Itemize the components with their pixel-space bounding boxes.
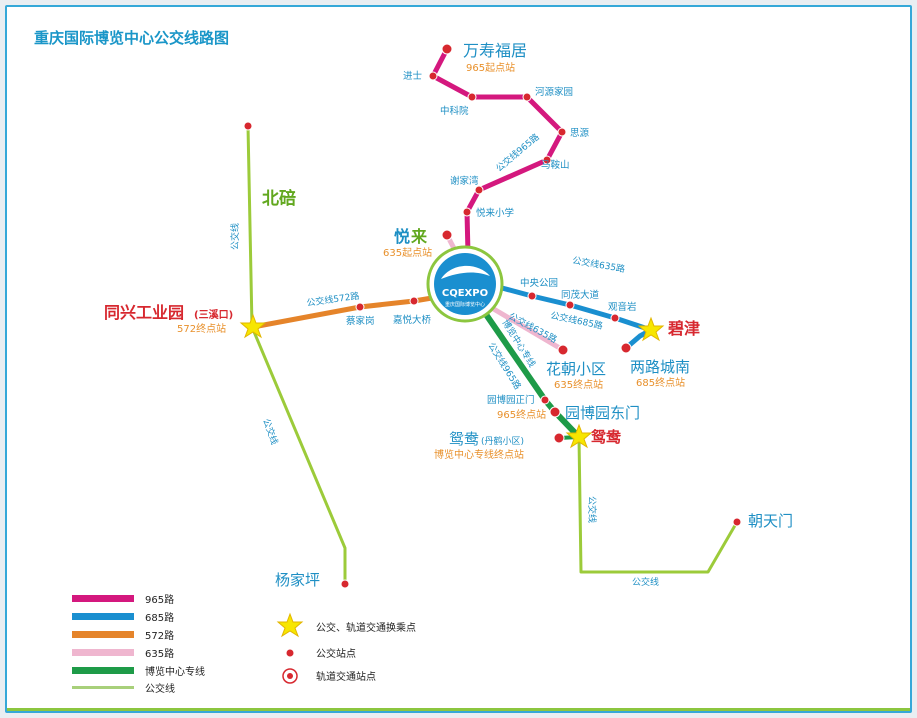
stop-zhongyanggongyuan[interactable] bbox=[527, 291, 537, 301]
route-572-line bbox=[250, 295, 435, 330]
label-yuelai-b: 来 bbox=[410, 227, 428, 246]
label-siyuan: 思源 bbox=[570, 128, 590, 139]
bus-stop-icon bbox=[286, 649, 294, 657]
stop-guanyinyan[interactable] bbox=[610, 313, 620, 323]
stop-yuanboyuandongmen[interactable] bbox=[549, 406, 561, 418]
legend-swatch-685 bbox=[72, 613, 134, 620]
label-yuanyang-sub: (丹鹤小区) bbox=[481, 435, 524, 447]
stop-yuelai[interactable] bbox=[441, 229, 453, 241]
legend-label-635: 635路 bbox=[145, 647, 174, 660]
bus-line-chaotianmen bbox=[577, 435, 739, 574]
label-965start: 965起点站 bbox=[466, 61, 515, 74]
label-guanyinyan: 观音岩 bbox=[608, 301, 637, 313]
label-expoend: 博览中心专线终点站 bbox=[434, 448, 524, 461]
stop-yuanyang[interactable] bbox=[553, 432, 565, 444]
route-label-bus-a: 公交线 bbox=[229, 223, 241, 250]
stop-zhongkeyuan[interactable] bbox=[467, 92, 477, 102]
route-635-to-huachao bbox=[489, 305, 566, 353]
map-title: 重庆国际博览中心公交线路图 bbox=[34, 29, 229, 47]
label-572end: 572终点站 bbox=[177, 322, 226, 335]
label-xiejiawan: 谢家湾 bbox=[450, 175, 479, 187]
label-yangjiaping: 杨家坪 bbox=[275, 571, 320, 589]
legend-swatch-572 bbox=[72, 631, 134, 638]
label-chaotianmen: 朝天门 bbox=[748, 512, 793, 530]
label-yuanboyuandongmen: 园博园东门 bbox=[565, 404, 640, 422]
stop-siyuan[interactable] bbox=[557, 127, 567, 137]
stop-heyuanjiayuan[interactable] bbox=[522, 92, 532, 102]
legend-symbol-transfer: 公交、轨道交通换乘点 bbox=[316, 621, 416, 634]
stop-yangjiaping[interactable] bbox=[340, 579, 350, 589]
stop-caijiagang[interactable] bbox=[355, 302, 365, 312]
legend-label-685: 685路 bbox=[145, 611, 174, 624]
map-frame bbox=[5, 5, 912, 713]
label-yuelai-a: 悦 bbox=[394, 227, 410, 246]
label-tongxing: 同兴工业园 bbox=[104, 303, 184, 322]
legend-swatch-965 bbox=[72, 595, 134, 602]
stop-maanshan[interactable] bbox=[542, 155, 552, 165]
stop-jiayuedaqiao[interactable] bbox=[409, 296, 419, 306]
stop-chaotianmen[interactable] bbox=[732, 517, 742, 527]
cqexpo-logo: CQEXPO 重庆国际博览中心 bbox=[426, 245, 504, 323]
label-caijiagang: 蔡家岗 bbox=[346, 315, 375, 327]
star-icon bbox=[276, 612, 304, 638]
rail-station-icon bbox=[282, 668, 298, 684]
stop-beibei[interactable] bbox=[243, 121, 253, 131]
legend-swatch-bus bbox=[72, 686, 134, 689]
bus-line-beibei bbox=[246, 124, 254, 329]
star-icon-bijin[interactable] bbox=[637, 316, 665, 342]
label-wanshoufuju: 万寿福居 bbox=[463, 41, 527, 60]
label-lianglu: 两路城南 bbox=[630, 358, 690, 376]
legend-label-expo: 博览中心专线 bbox=[145, 665, 205, 678]
stop-huachao[interactable] bbox=[557, 344, 569, 356]
label-huachao: 花朝小区 bbox=[546, 360, 606, 378]
route-label-bus-c: 公交线 bbox=[586, 496, 598, 523]
label-yuanboyuanzhengmen: 园博园正门 bbox=[487, 394, 535, 406]
stop-jinshi[interactable] bbox=[428, 71, 438, 81]
route-label-635-top: 公交线635路 bbox=[571, 254, 625, 275]
expo-bird-icon bbox=[441, 265, 490, 279]
label-tongxing-sub: (三溪口) bbox=[194, 308, 233, 321]
star-icon-tongxing[interactable] bbox=[239, 313, 267, 339]
label-jiayuedaqiao: 嘉悦大桥 bbox=[393, 314, 432, 326]
stop-wanshoufuju[interactable] bbox=[441, 43, 453, 55]
legend-label-965: 965路 bbox=[145, 593, 174, 606]
label-685end: 685终点站 bbox=[636, 376, 685, 389]
stop-lianglu[interactable] bbox=[620, 342, 632, 354]
stop-xiejiawan[interactable] bbox=[474, 185, 484, 195]
route-label-bus-b: 公交线 bbox=[260, 417, 281, 446]
stop-tongmaodadao[interactable] bbox=[565, 300, 575, 310]
stop-yuanboyuanzhengmen[interactable] bbox=[540, 395, 550, 405]
label-yuanyang: 鸳鸯 bbox=[449, 430, 479, 448]
legend-symbol-rail: 轨道交通站点 bbox=[316, 670, 376, 683]
label-965end: 965终点站 bbox=[497, 408, 546, 421]
legend-swatch-expo bbox=[72, 667, 134, 674]
stop-yuelaixiaoxue[interactable] bbox=[462, 207, 472, 217]
label-jinshi: 进士 bbox=[403, 70, 423, 82]
logo-text: CQEXPO bbox=[442, 288, 488, 299]
legend-symbol-bus-stop: 公交站点 bbox=[316, 647, 356, 660]
legend-label-572: 572路 bbox=[145, 629, 174, 642]
label-tongmaodadao: 同茂大道 bbox=[561, 289, 600, 301]
legend: 965路 685路 572路 635路 博览中心专线 公交线 公交、轨道交通换乘… bbox=[72, 593, 416, 695]
route-965-line bbox=[430, 46, 565, 257]
label-zhongyanggongyuan: 中央公园 bbox=[520, 277, 558, 289]
label-heyuanjiayuan: 河源家园 bbox=[535, 86, 573, 98]
label-yuelaixiaoxue: 悦来小学 bbox=[476, 207, 514, 219]
label-beibei: 北碚 bbox=[262, 188, 296, 209]
label-635start: 635起点站 bbox=[383, 246, 432, 259]
star-icon-yuanyang[interactable] bbox=[565, 423, 593, 449]
legend-label-bus: 公交线 bbox=[145, 682, 175, 695]
label-maanshan: 马鞍山 bbox=[541, 159, 570, 171]
route-label-bus-d: 公交线 bbox=[632, 576, 659, 588]
label-yuanyang-star: 鸳鸯 bbox=[591, 428, 622, 446]
logo-subtext: 重庆国际博览中心 bbox=[445, 301, 485, 308]
label-bijin: 碧津 bbox=[667, 319, 700, 338]
label-635end: 635终点站 bbox=[554, 378, 603, 391]
route-expo-line bbox=[482, 310, 582, 440]
label-zhongkeyuan: 中科院 bbox=[440, 105, 469, 117]
legend-swatch-635 bbox=[72, 649, 134, 656]
bus-line-yangjiaping bbox=[250, 325, 347, 586]
